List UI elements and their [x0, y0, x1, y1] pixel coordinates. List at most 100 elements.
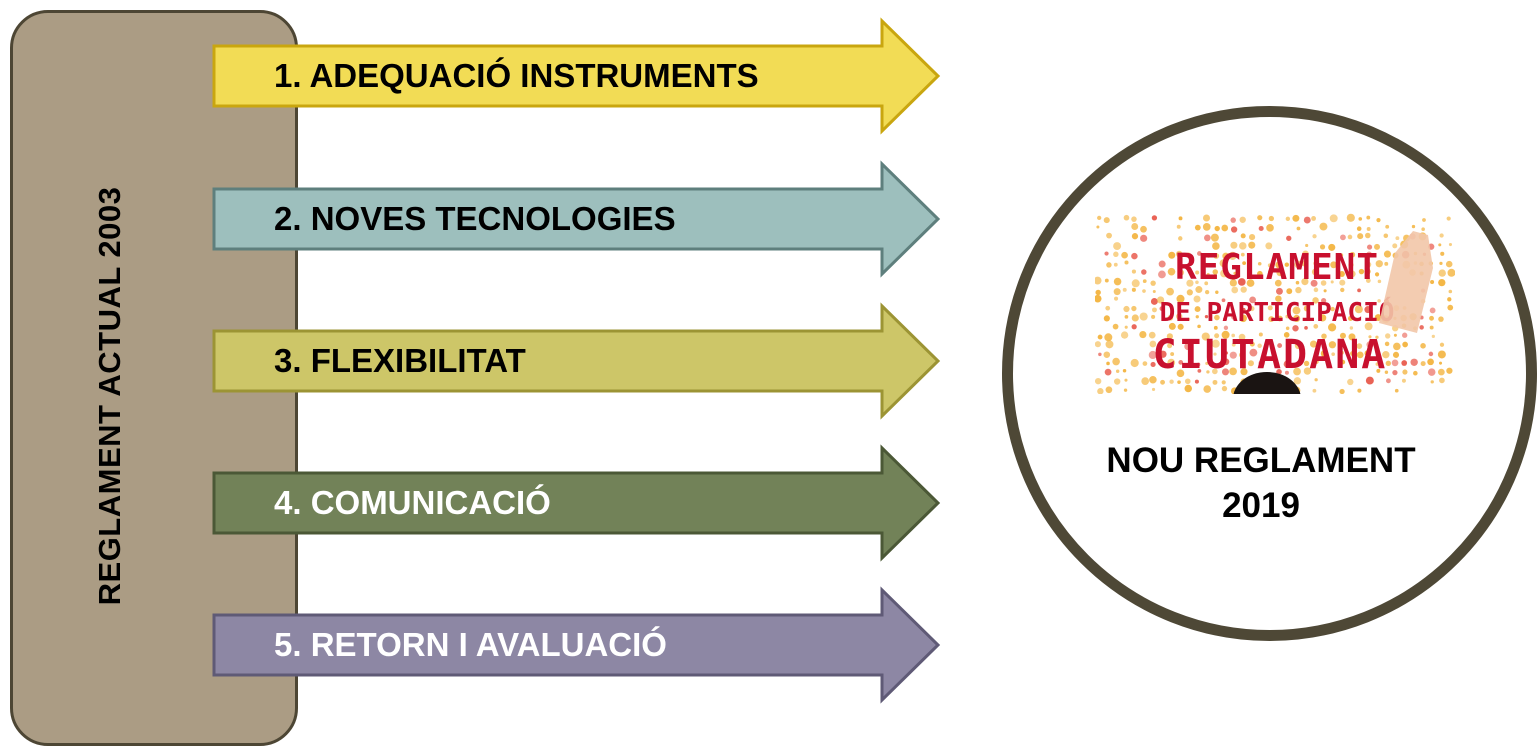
arrow-label-3: 3. FLEXIBILITAT: [274, 342, 526, 379]
logo-dot: [1177, 380, 1181, 384]
logo-dot: [1178, 269, 1185, 276]
logo-dot: [1356, 351, 1364, 359]
logo-dot: [1186, 252, 1191, 257]
logo-dot: [1095, 377, 1102, 385]
logo-dot: [1384, 370, 1389, 374]
logo-dot: [1131, 305, 1137, 312]
arrow-label-5: 5. RETORN I AVALUACIÓ: [274, 626, 667, 663]
logo-dot: [1384, 261, 1389, 266]
logo-dot: [1429, 315, 1434, 321]
logo-dot: [1365, 278, 1371, 283]
logo-dot: [1330, 280, 1334, 284]
logo-dot: [1131, 233, 1139, 240]
logo-dot: [1204, 281, 1209, 286]
logo-dot: [1376, 368, 1381, 373]
logo-dot: [1430, 280, 1435, 285]
logo-dot: [1309, 340, 1318, 348]
logo-dot: [1438, 269, 1446, 277]
logo-dot: [1249, 306, 1255, 312]
logo-dot: [1124, 260, 1129, 265]
logo-dot: [1196, 362, 1201, 367]
logo-dot: [1301, 278, 1309, 286]
logo-dot: [1222, 252, 1230, 260]
logo-dot: [1439, 342, 1445, 347]
logo-dot: [1331, 352, 1335, 356]
logo-dot: [1148, 350, 1157, 360]
logo-dot: [1204, 234, 1211, 242]
logo-dot: [1347, 315, 1354, 321]
logo-dot: [1097, 215, 1102, 220]
logo-dot: [1239, 352, 1245, 358]
logo-dot: [1195, 286, 1203, 294]
logo-dot: [1223, 325, 1229, 331]
arrow-shape: [212, 17, 941, 135]
new-regulation-circle: [1002, 106, 1537, 641]
logo-dot: [1248, 241, 1256, 249]
logo-dot: [1104, 278, 1109, 283]
logo-dot: [1221, 385, 1228, 392]
logo-dot: [1285, 216, 1291, 222]
logo-dot: [1112, 323, 1119, 330]
logo-dot: [1411, 224, 1416, 229]
logo-dot: [1431, 334, 1435, 339]
logo-dot: [1348, 262, 1354, 268]
logo-dot: [1323, 289, 1327, 293]
logo-dot: [1276, 315, 1283, 322]
logo-dot: [1350, 351, 1355, 356]
logo-dot: [1095, 289, 1101, 296]
logo-dot: [1221, 224, 1229, 232]
person-head-graphic: [1233, 372, 1301, 394]
logo-dot: [1242, 261, 1247, 266]
participation-regulation-logo: REGLAMENT DE PARTICIPACIÓ CIUTADANA: [1095, 213, 1455, 394]
logo-dot: [1228, 251, 1237, 260]
logo-dot: [1168, 251, 1176, 259]
logo-dot: [1382, 351, 1390, 359]
logo-dot: [1429, 325, 1434, 330]
logo-dot: [1106, 361, 1110, 366]
logo-dot: [1385, 333, 1391, 339]
logo-dot: [1213, 352, 1217, 356]
logo-dot: [1176, 369, 1185, 378]
logo-dot: [1175, 250, 1183, 258]
logo-dot: [1176, 294, 1185, 303]
logo-dot: [1438, 316, 1444, 322]
logo-dot: [1176, 313, 1183, 320]
logo-dot: [1349, 251, 1356, 258]
logo-dot: [1422, 218, 1426, 222]
logo-dot: [1151, 215, 1158, 221]
logo-dot: [1240, 233, 1246, 239]
logo-dot: [1159, 306, 1165, 312]
logo-dot: [1219, 259, 1228, 268]
logo-dot: [1314, 359, 1319, 365]
logo-dot: [1319, 222, 1328, 231]
logo-dot: [1319, 244, 1326, 250]
logo-dot: [1195, 270, 1200, 275]
logo-dot: [1375, 335, 1379, 339]
logo-dot: [1385, 360, 1392, 367]
logo-dot: [1159, 350, 1167, 358]
logo-dot: [1105, 340, 1114, 349]
logo-dot: [1203, 385, 1212, 393]
logo-dot: [1392, 369, 1398, 376]
logo-dot: [1230, 241, 1238, 249]
logo-dot: [1115, 369, 1120, 373]
logo-dot: [1167, 358, 1176, 367]
logo-dot: [1357, 388, 1362, 393]
logo-dot: [1113, 277, 1122, 286]
logo-dot: [1176, 224, 1181, 229]
logo-dot: [1249, 348, 1258, 357]
logo-dot: [1213, 325, 1218, 330]
logo-dot: [1320, 349, 1328, 358]
logo-dot: [1169, 379, 1174, 384]
logo-dot: [1221, 380, 1226, 385]
arrow-shape: [212, 302, 941, 420]
logo-dot: [1160, 379, 1165, 385]
logo-dot: [1392, 243, 1398, 249]
logo-dot: [1106, 232, 1112, 239]
logo-dot: [1239, 242, 1247, 250]
logo-dot: [1366, 244, 1373, 250]
logo-dot: [1339, 279, 1346, 286]
logo-dot: [1233, 271, 1237, 275]
logo-dot: [1320, 280, 1327, 286]
logo-dot: [1122, 287, 1127, 292]
